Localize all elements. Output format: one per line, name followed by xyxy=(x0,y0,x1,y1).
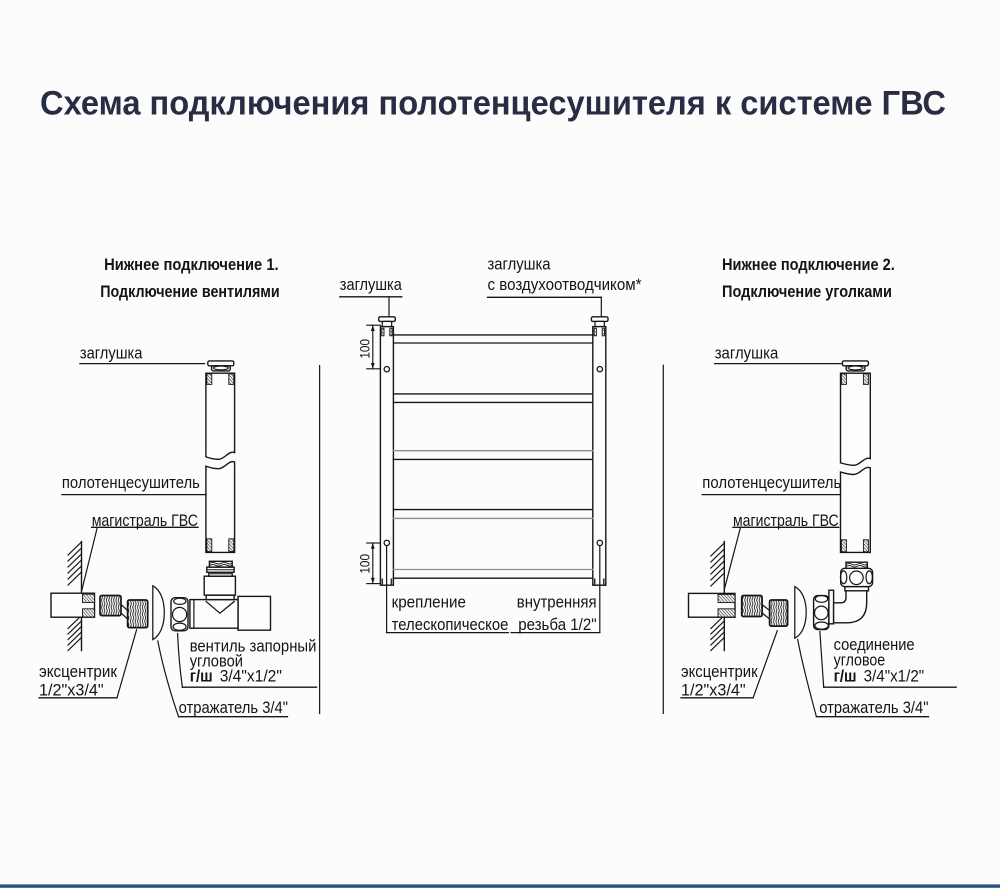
svg-text:Нижнее подключение 2.: Нижнее подключение 2. xyxy=(722,256,895,274)
svg-text:Нижнее подключение 1.: Нижнее подключение 1. xyxy=(104,256,279,274)
svg-text:крепление: крепление xyxy=(392,593,466,612)
svg-text:внутренняя: внутренняя xyxy=(517,593,597,612)
svg-text:магистраль ГВС: магистраль ГВС xyxy=(733,511,839,530)
svg-text:заглушка: заглушка xyxy=(715,344,779,363)
svg-text:угловой: угловой xyxy=(190,651,243,670)
svg-text:заглушка: заглушка xyxy=(340,275,402,294)
svg-text:1/2"x3/4": 1/2"x3/4" xyxy=(681,680,746,699)
svg-text:отражатель 3/4": отражатель 3/4" xyxy=(819,698,928,717)
svg-text:полотенцесушитель: полотенцесушитель xyxy=(702,473,841,492)
svg-text:100: 100 xyxy=(358,339,373,359)
svg-text:магистраль ГВС: магистраль ГВС xyxy=(92,511,198,530)
svg-text:3/4"x1/2": 3/4"x1/2" xyxy=(864,666,925,685)
svg-text:Подключение уголками: Подключение уголками xyxy=(722,283,892,301)
svg-text:заглушка: заглушка xyxy=(80,344,143,363)
svg-text:вентиль запорный: вентиль запорный xyxy=(190,636,317,655)
svg-text:1/2"x3/4": 1/2"x3/4" xyxy=(39,680,104,699)
svg-text:г/ш: г/ш xyxy=(834,666,857,685)
svg-text:100: 100 xyxy=(358,554,373,574)
svg-text:эксцентрик: эксцентрик xyxy=(39,662,117,681)
svg-text:резьба 1/2": резьба 1/2" xyxy=(518,615,596,634)
svg-text:полотенцесушитель: полотенцесушитель xyxy=(62,473,200,492)
svg-text:3/4"x1/2": 3/4"x1/2" xyxy=(220,666,282,685)
svg-text:телескопическое: телескопическое xyxy=(392,615,509,634)
svg-text:эксцентрик: эксцентрик xyxy=(681,662,758,681)
svg-text:Схема подключения полотенцесуш: Схема подключения полотенцесушителя к си… xyxy=(40,84,946,122)
svg-text:с воздухоотводчиком*: с воздухоотводчиком* xyxy=(488,275,642,294)
svg-text:заглушка: заглушка xyxy=(488,254,551,273)
svg-text:Подключение вентилями: Подключение вентилями xyxy=(100,283,280,301)
svg-text:отражатель 3/4": отражатель 3/4" xyxy=(179,698,288,717)
svg-text:г/ш: г/ш xyxy=(190,666,213,685)
svg-text:соединение: соединение xyxy=(834,635,915,654)
svg-text:угловое: угловое xyxy=(834,650,886,669)
